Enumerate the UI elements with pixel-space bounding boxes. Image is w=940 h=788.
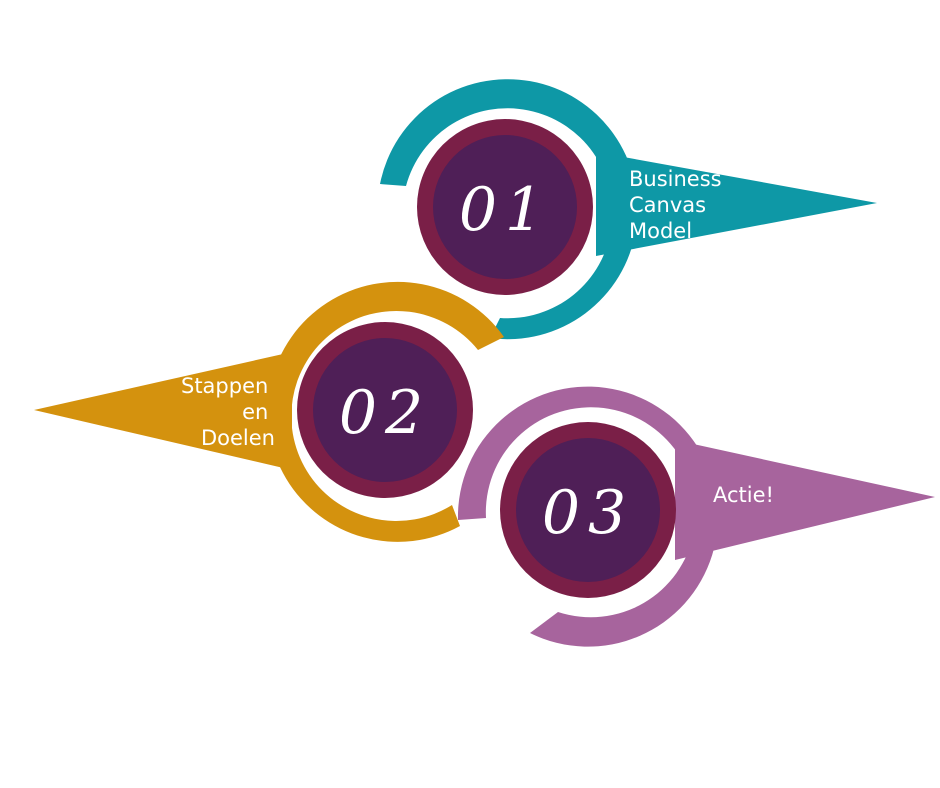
step-3-label: Actie! [713, 483, 774, 507]
step-2: 02 Stappen en Doelen [34, 281, 504, 542]
step-2-label: Stappen en Doelen [181, 374, 275, 450]
step-3-number: 03 [542, 478, 634, 548]
step-3: 03 Actie! [457, 386, 935, 647]
step-2-label-line-3: Doelen [201, 426, 275, 450]
step-2-number: 02 [339, 378, 431, 448]
step-3-label-line-1: Actie! [713, 483, 774, 507]
step-1-label: Business Canvas Model [629, 167, 728, 243]
step-3-arrow [675, 440, 935, 560]
step-2-label-line-1: Stappen [181, 374, 268, 398]
step-2-label-line-2: en [242, 400, 268, 424]
step-1-label-line-1: Business [629, 167, 722, 191]
step-2-arrow [34, 352, 292, 470]
step-1-label-line-3: Model [629, 219, 692, 243]
step-1: 01 Business Canvas Model [380, 79, 877, 340]
step-1-label-line-2: Canvas [629, 193, 706, 217]
step-2-core [313, 338, 457, 482]
step-3-core [516, 438, 660, 582]
step-1-core [433, 135, 577, 279]
step-1-arrow [596, 152, 877, 256]
step-1-number: 01 [459, 175, 551, 245]
